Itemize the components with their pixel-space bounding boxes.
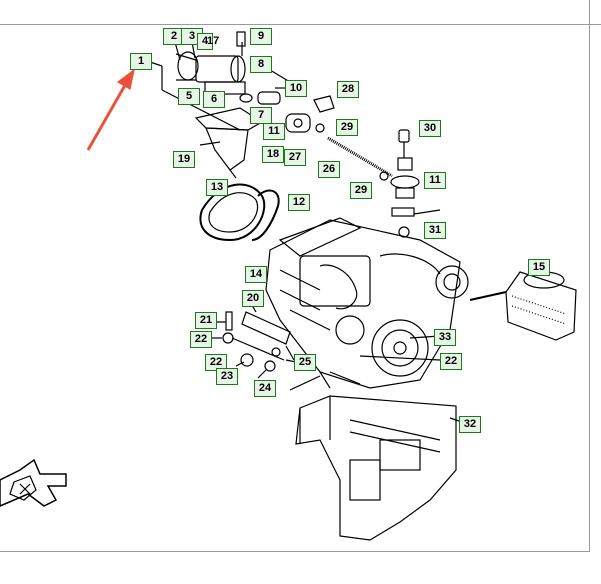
callout-25[interactable]: 25: [294, 354, 316, 371]
red-pointer-arrow: [86, 68, 135, 151]
callout-26[interactable]: 26: [318, 161, 340, 178]
callout-28[interactable]: 28: [337, 81, 359, 98]
callout-6[interactable]: 6: [203, 91, 225, 108]
callout-22-right[interactable]: 22: [440, 353, 462, 370]
callout-8[interactable]: 8: [250, 56, 272, 73]
orientation-compass-icon: [0, 458, 67, 507]
drive-belts: [199, 183, 280, 242]
callout-18[interactable]: 18: [262, 146, 284, 163]
callout-29-top[interactable]: 29: [336, 119, 358, 136]
air-filter: [469, 271, 577, 341]
callout-5[interactable]: 5: [178, 88, 200, 105]
callout-11-right[interactable]: 11: [424, 172, 446, 189]
callout-12[interactable]: 12: [288, 194, 310, 211]
callout-21[interactable]: 21: [195, 312, 217, 329]
front-mount-parts: [206, 301, 441, 379]
callout-9[interactable]: 9: [250, 28, 272, 45]
callout-23[interactable]: 23: [216, 368, 238, 385]
callout-15[interactable]: 15: [528, 259, 550, 276]
engine-block: [265, 217, 469, 389]
callout-11-top[interactable]: 11: [263, 123, 285, 140]
callout-10[interactable]: 10: [285, 80, 307, 97]
callout-1[interactable]: 1: [130, 53, 152, 70]
callout-27[interactable]: 27: [284, 149, 306, 166]
engine-mount-stack: [390, 129, 441, 238]
callout-7[interactable]: 7: [250, 107, 272, 124]
callout-29-bottom[interactable]: 29: [350, 182, 372, 199]
mounting-bracket: [194, 107, 264, 179]
callout-19[interactable]: 19: [173, 151, 195, 168]
callout-22-left[interactable]: 22: [190, 331, 212, 348]
viewer-bottom-border: [0, 551, 590, 552]
toolbar-area: [0, 0, 601, 25]
callout-31[interactable]: 31: [424, 222, 446, 239]
callout-24[interactable]: 24: [254, 380, 276, 397]
callout-20[interactable]: 20: [242, 290, 264, 307]
callout-13[interactable]: 13: [206, 179, 228, 196]
callout-4[interactable]: 4: [197, 33, 213, 50]
callout-14[interactable]: 14: [245, 266, 267, 283]
callout-30[interactable]: 30: [419, 120, 441, 137]
viewer-right-border: [589, 0, 590, 551]
callout-33[interactable]: 33: [434, 329, 456, 346]
engine-frame: [289, 375, 463, 541]
label-17: 17: [207, 35, 220, 47]
callout-32[interactable]: 32: [459, 416, 481, 433]
